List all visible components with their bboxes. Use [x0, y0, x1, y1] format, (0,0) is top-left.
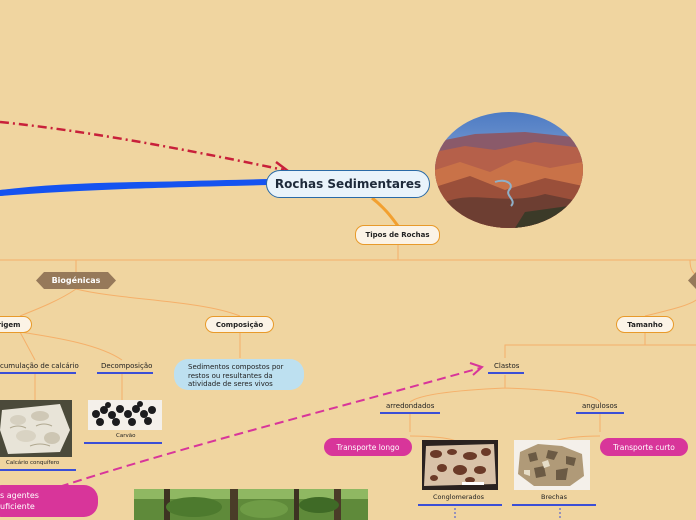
clastos-label: Clastos — [494, 362, 519, 370]
tipos-node[interactable]: Tipos de Rochas — [355, 225, 440, 245]
conglomerados-node[interactable]: Conglomerados — [433, 493, 484, 501]
decomposicao-label: Decomposição — [101, 362, 152, 370]
brechas-underline — [512, 504, 596, 506]
biogenicas-node[interactable]: Biogénicas — [36, 272, 116, 289]
pink-arrowhead — [470, 363, 482, 375]
carvao-label: Carvão — [116, 433, 135, 439]
acumulacao-node[interactable]: cumulação de calcário — [0, 362, 79, 370]
angulosos-underline — [576, 412, 624, 414]
clastos-underline — [488, 372, 524, 374]
composicao-note[interactable]: Sedimentos compostos por restos ou resul… — [174, 359, 304, 390]
agentes-node[interactable]: s agentes uficiente — [0, 485, 98, 517]
calcario-label: Calcário conquífero — [6, 460, 59, 466]
brechas-label: Brechas — [541, 493, 567, 501]
origem-node[interactable]: rigem — [0, 316, 32, 333]
clastos-node[interactable]: Clastos — [494, 362, 519, 370]
grand-canyon-image — [435, 112, 583, 228]
tamanho-label: Tamanho — [627, 321, 662, 329]
calcario-image — [0, 400, 72, 457]
agentes-line-1: s agentes — [0, 490, 98, 501]
angulosos-node[interactable]: angulosos — [582, 402, 617, 410]
transporte-curto-node[interactable]: Transporte curto — [600, 438, 688, 456]
central-title: Rochas Sedimentares — [275, 177, 421, 191]
transporte-longo-label: Transporte longo — [337, 443, 400, 452]
tipos-label: Tipos de Rochas — [365, 231, 429, 239]
central-to-tipos — [372, 198, 398, 226]
composicao-label: Composição — [216, 321, 263, 329]
biogenicas-label: Biogénicas — [52, 276, 101, 285]
arredondados-node[interactable]: arredondados — [386, 402, 434, 410]
conglomerados-underline — [418, 504, 502, 506]
composicao-node[interactable]: Composição — [205, 316, 274, 333]
note-line-1: Sedimentos compostos por — [188, 363, 304, 372]
arredondados-label: arredondados — [386, 402, 434, 410]
note-line-3: atividade de seres vivos — [188, 380, 304, 389]
agentes-line-2: uficiente — [0, 501, 98, 512]
conglomerados-image — [422, 440, 498, 490]
note-line-2: restos ou resultantes da — [188, 372, 304, 381]
carvao-underline — [84, 442, 162, 444]
carvao-image — [88, 400, 162, 430]
blue-relationship-stroke — [0, 182, 270, 193]
acumulacao-underline — [0, 372, 76, 374]
central-node[interactable]: Rochas Sedimentares — [266, 170, 430, 198]
calcario-underline — [0, 469, 76, 471]
transporte-longo-node[interactable]: Transporte longo — [324, 438, 412, 456]
acumulacao-label: cumulação de calcário — [0, 362, 79, 370]
tamanho-node[interactable]: Tamanho — [616, 316, 674, 333]
forest-image — [134, 489, 368, 520]
carvao-node[interactable]: Carvão — [116, 433, 135, 439]
conglomerados-label: Conglomerados — [433, 493, 484, 501]
brechas-image — [514, 440, 590, 490]
calcario-node[interactable]: Calcário conquífero — [6, 460, 59, 466]
brechas-node[interactable]: Brechas — [541, 493, 567, 501]
origem-label: rigem — [0, 321, 20, 329]
decomposicao-node[interactable]: Decomposição — [101, 362, 152, 370]
red-relationship-line — [0, 122, 284, 170]
angulosos-label: angulosos — [582, 402, 617, 410]
decomposicao-underline — [97, 372, 153, 374]
transporte-curto-label: Transporte curto — [613, 443, 675, 452]
arredondados-underline — [380, 412, 440, 414]
